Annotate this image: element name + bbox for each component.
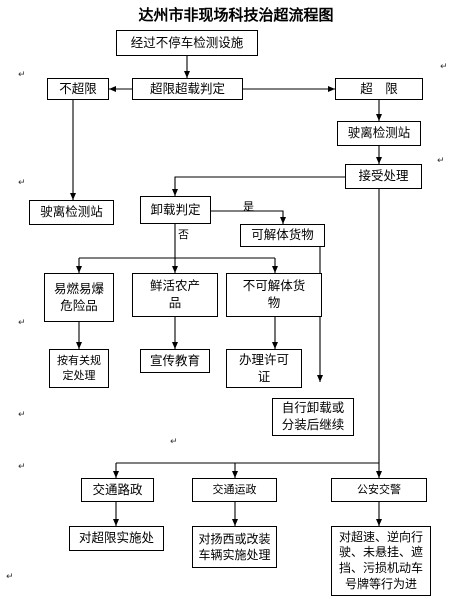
self-unload-node: 自行卸载或 分装后继续 [272, 398, 354, 436]
hazard-action-node: 按有关规 定处理 [49, 349, 109, 388]
detect-node: 经过不停车检测设施 [116, 30, 258, 56]
paragraph-mark: ↵ [437, 156, 445, 166]
yes-label: 是 [243, 200, 254, 213]
permit-node: 办理许可 证 [226, 349, 302, 388]
road-admin-node: 交通路政 [81, 478, 154, 502]
paragraph-mark: ↵ [18, 462, 26, 472]
police-action-node: 对超速、逆向行 驶、未悬挂、遮 挡、污损机动车 号牌等行为进 [331, 526, 431, 596]
no-label: 否 [178, 228, 189, 241]
transport-action-node: 对扬西或改装 车辆实施处理 [192, 526, 277, 568]
fresh-action-node: 宣传教育 [140, 349, 210, 373]
paragraph-mark: ↵ [18, 410, 26, 420]
flowchart-title: 达州市非现场科技治超流程图 [138, 6, 334, 24]
paragraph-mark: ↵ [18, 178, 26, 188]
fresh-node: 鲜活农产 品 [132, 273, 218, 317]
road-action-node: 对超限实施处 [69, 526, 164, 551]
over-node: 超 限 [335, 78, 423, 100]
unload-judge-node: 卸载判定 [140, 196, 211, 224]
police-node: 公安交警 [331, 478, 427, 502]
paragraph-mark: ↵ [6, 572, 14, 582]
paragraph-mark: ↵ [18, 318, 26, 328]
station-left-node: 驶离检测站 [29, 200, 114, 225]
transport-node: 交通运政 [192, 478, 277, 502]
dividable-node: 可解体货物 [240, 224, 325, 247]
judge-node: 超限超载判定 [132, 78, 243, 100]
paragraph-mark: ↵ [440, 62, 448, 72]
indivisible-node: 不可解体货 物 [226, 273, 322, 317]
paragraph-mark: ↵ [18, 70, 26, 80]
hazard-node: 易燃易爆 危险品 [44, 273, 114, 322]
paragraph-mark: ↵ [170, 437, 178, 447]
station-right-node: 驶离检测站 [337, 121, 421, 146]
accept-node: 接受处理 [345, 164, 422, 189]
not-over-node: 不超限 [47, 78, 109, 100]
